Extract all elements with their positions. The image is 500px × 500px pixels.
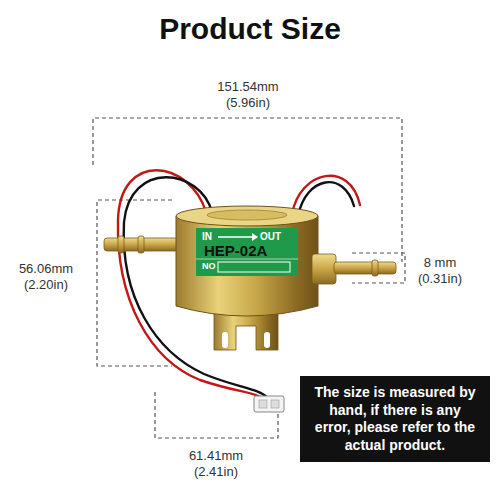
serial-label: NO — [202, 262, 216, 272]
note-text: The size is measured by hand, if there i… — [310, 384, 480, 454]
dimension-label: (2.41in) — [194, 464, 238, 479]
dimension-label: 8 mm — [424, 255, 457, 270]
port-label: OUT — [260, 231, 281, 242]
dimension-label: (0.31in) — [418, 271, 462, 286]
pump-sticker: IN OUTHEP-02A NO — [196, 228, 298, 276]
wires — [118, 170, 360, 398]
port-label: IN — [202, 231, 212, 242]
dimension-label: (5.96in) — [226, 95, 270, 110]
arrow-head — [252, 233, 258, 241]
dimension-label: (2.20in) — [24, 277, 68, 292]
pump-body — [176, 206, 336, 316]
note-box: The size is measured by hand, if there i… — [300, 376, 490, 462]
outlet-nozzle — [334, 260, 396, 276]
dimension-label: 61.41mm — [189, 448, 243, 463]
dimension-label: 56.06mm — [19, 261, 73, 276]
page-title: Product Size — [0, 12, 500, 46]
flow-arrow — [218, 236, 252, 238]
model-number: HEP-02A — [204, 243, 267, 260]
mounting-bracket — [214, 312, 278, 350]
wire-connector — [254, 396, 284, 412]
dimension-label: 151.54mm — [217, 79, 278, 94]
serial-field — [218, 262, 290, 272]
inlet-nozzle — [104, 236, 178, 253]
